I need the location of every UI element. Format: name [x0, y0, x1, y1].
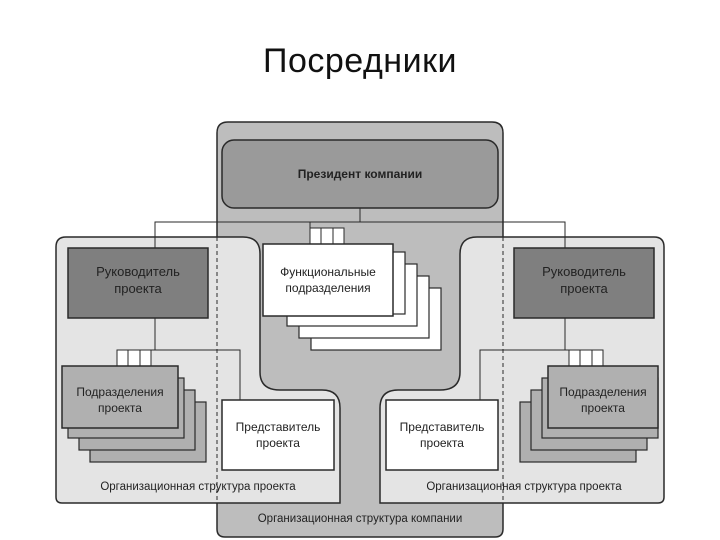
left-project-units-box	[61, 365, 179, 429]
left-project-representative-label-1: Представитель	[236, 420, 321, 434]
company-structure-caption: Организационная структура компании	[258, 513, 463, 525]
slide-title: Посредники	[263, 42, 457, 80]
functional-units-box	[262, 243, 394, 317]
functional-units-label-2: подразделения	[285, 281, 370, 295]
left-project-manager-label-2: проекта	[114, 281, 162, 296]
left-project-representative-box	[221, 399, 335, 471]
right-project-units-label-2: проекта	[581, 401, 625, 415]
right-project-representative-box	[385, 399, 499, 471]
right-project-representative-label-2: проекта	[420, 436, 464, 450]
president-box	[221, 139, 499, 209]
left-project-units-label-2: проекта	[98, 401, 142, 415]
right-project-units-box	[547, 365, 659, 429]
left-project-structure-caption: Организационная структура проекта	[100, 481, 296, 493]
left-project-representative-label-2: проекта	[256, 436, 300, 450]
functional-units-stack: Функциональные подразделения	[262, 243, 442, 351]
president-label: Президент компании	[298, 167, 423, 181]
right-project-units-stack: Подразделения проекта	[519, 365, 659, 463]
right-project-manager-label-1: Руководитель	[542, 264, 626, 279]
right-project-structure-caption: Организационная структура проекта	[426, 481, 622, 493]
right-project-manager-label-2: проекта	[560, 281, 608, 296]
left-project-manager-box	[67, 247, 209, 319]
functional-units-label-1: Функциональные	[280, 265, 376, 279]
left-project-units-stack: Подразделения проекта	[61, 365, 207, 463]
right-project-units-label-1: Подразделения	[559, 385, 646, 399]
right-project-representative-label-1: Представитель	[400, 420, 485, 434]
left-project-units-label-1: Подразделения	[76, 385, 163, 399]
left-project-manager-label-1: Руководитель	[96, 264, 180, 279]
right-project-manager-box	[513, 247, 655, 319]
